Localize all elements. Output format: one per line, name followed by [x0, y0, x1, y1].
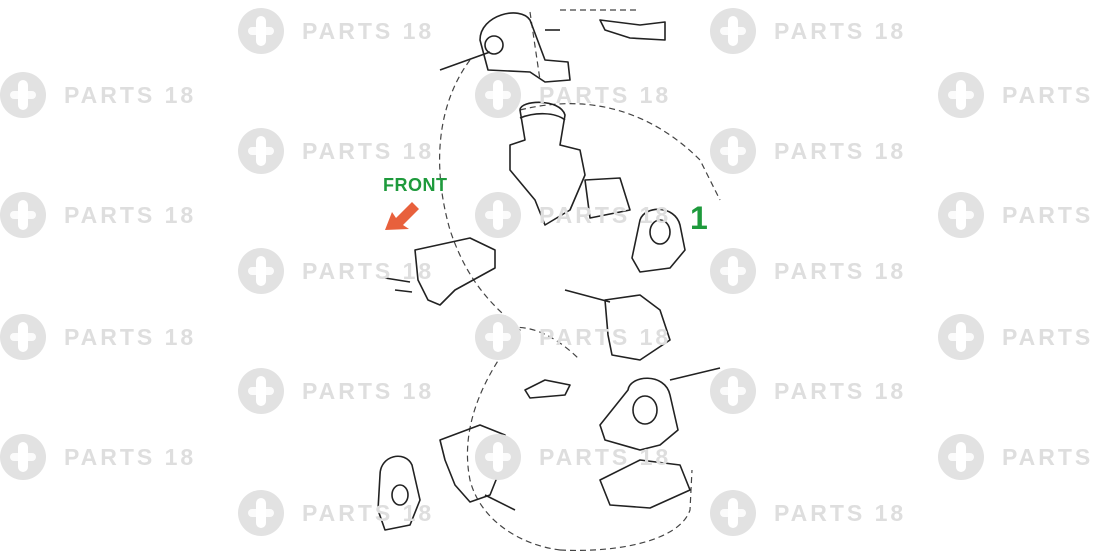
lower-bracket-plate: [599, 459, 691, 509]
left-lower-mount: [377, 455, 421, 531]
rear-mount: [599, 367, 721, 451]
part-callout-1: 1: [690, 200, 708, 236]
center-mount-bracket: [509, 101, 631, 226]
engine-outline: [438, 9, 721, 552]
front-arrow-icon: [385, 202, 419, 230]
upper-right-mount: [439, 12, 571, 83]
left-lower-bracket: [439, 424, 516, 511]
center-lower-mount: [564, 289, 671, 361]
bracket-top: [599, 19, 666, 41]
front-label: FRONT: [383, 175, 448, 195]
left-bracket: [384, 237, 496, 306]
small-bracket: [524, 379, 571, 399]
front-mount-1: [631, 208, 686, 273]
mount-parts: [377, 12, 721, 531]
